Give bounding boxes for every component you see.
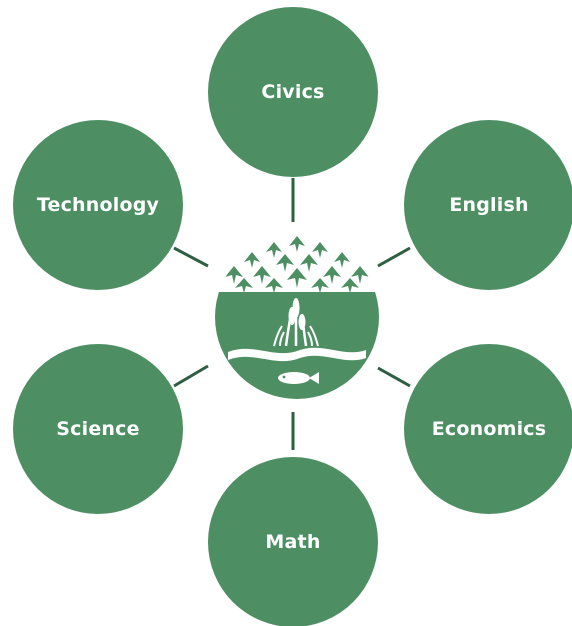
connector-science: [173, 364, 209, 388]
node-civics-label: Civics: [261, 81, 325, 103]
node-economics-label: Economics: [431, 418, 547, 440]
node-english-label: English: [449, 194, 529, 216]
node-math[interactable]: Math: [208, 457, 378, 626]
node-technology-label: Technology: [36, 194, 160, 216]
canopy-leaves-icon: [225, 236, 369, 293]
node-technology[interactable]: Technology: [13, 120, 183, 290]
connector-technology: [173, 246, 209, 268]
node-science-label: Science: [56, 418, 140, 440]
node-civics[interactable]: Civics: [208, 7, 378, 177]
node-economics[interactable]: Economics: [404, 344, 572, 514]
watershed-logo-icon: [215, 235, 379, 399]
connector-english: [377, 246, 411, 268]
node-science[interactable]: Science: [13, 344, 183, 514]
cattail-icon: [273, 298, 319, 347]
connector-economics: [377, 366, 411, 388]
node-math-label: Math: [265, 531, 321, 553]
water-wave-icon: [228, 347, 366, 362]
node-english[interactable]: English: [404, 120, 572, 290]
fish-icon: [278, 372, 319, 384]
